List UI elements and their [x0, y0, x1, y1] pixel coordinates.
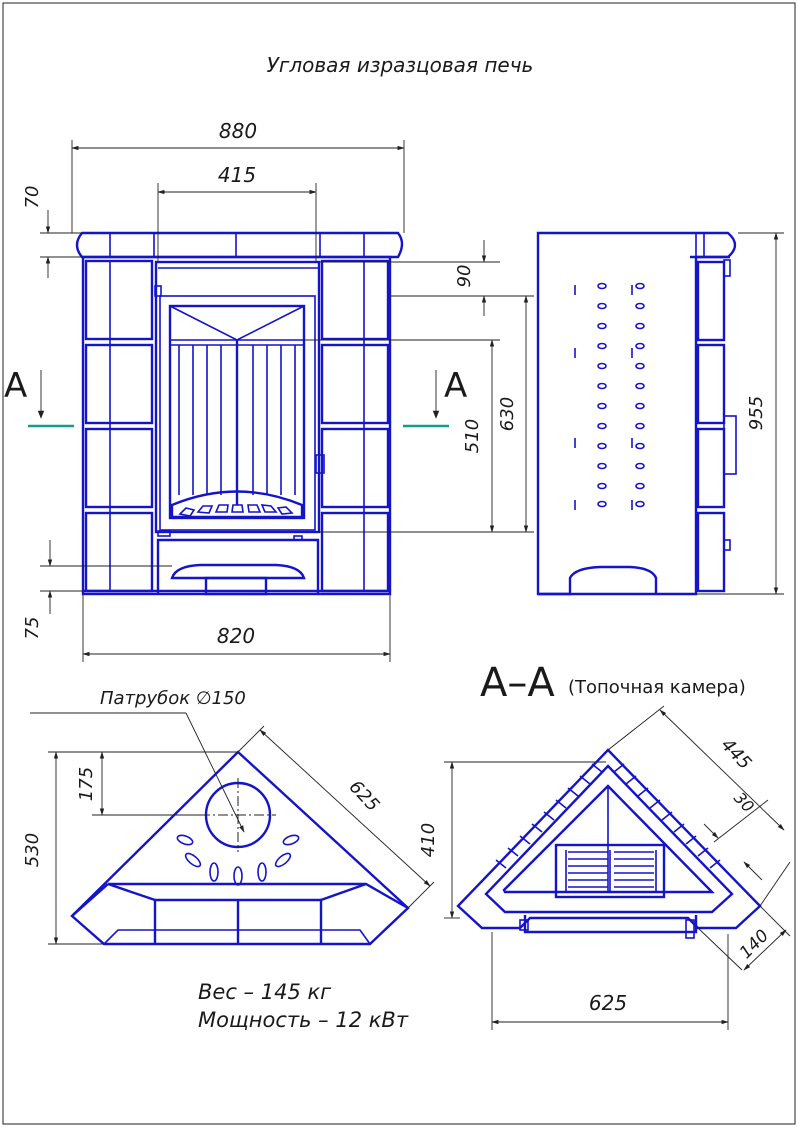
- side-body: [536, 231, 737, 596]
- section-subtitle: (Топочная камера): [568, 677, 746, 698]
- dim-530: 530: [22, 833, 43, 867]
- right-tile-column: [320, 259, 390, 593]
- dim-625-section: 625: [589, 991, 627, 1015]
- pipe-label: Патрубок ∅150: [100, 688, 246, 709]
- drawing-title: Угловая изразцовая печь: [267, 53, 534, 77]
- dim-625-top: 625: [345, 777, 384, 816]
- dim-140: 140: [736, 926, 773, 963]
- dim-70: 70: [22, 186, 43, 209]
- dim-630: 630: [497, 397, 518, 431]
- dim-175: 175: [76, 767, 97, 801]
- door-frame: [154, 260, 321, 534]
- section-label-left: A: [4, 366, 27, 406]
- grate: [554, 843, 666, 899]
- dim-75: 75: [22, 617, 43, 640]
- dim-410: 410: [418, 823, 439, 857]
- dim-510: 510: [462, 419, 483, 453]
- top-view: [30, 712, 410, 946]
- left-tile-column: [84, 259, 154, 593]
- section-title: А–А: [480, 660, 555, 706]
- dim-90: 90: [454, 265, 475, 288]
- front-dimensions: [40, 140, 534, 662]
- side-dimensions: [696, 232, 784, 595]
- spec-weight: Вес – 145 кг: [198, 980, 332, 1004]
- section-dimensions: [444, 705, 791, 1030]
- dim-880: 880: [219, 119, 257, 143]
- section-label-right: A: [444, 366, 467, 406]
- dim-415: 415: [218, 163, 256, 187]
- side-view: [536, 231, 737, 596]
- top-dimensions: [48, 725, 435, 945]
- spec-power: Мощность – 12 кВт: [198, 1008, 409, 1032]
- dim-820: 820: [217, 624, 255, 648]
- ash-drawer: [170, 563, 306, 580]
- vent-holes: [574, 282, 645, 510]
- dim-445: 445: [717, 735, 756, 774]
- dim-955: 955: [746, 396, 767, 430]
- front-view: [28, 231, 449, 596]
- section-outline: [456, 748, 762, 930]
- front-cornice: [75, 231, 404, 259]
- section-view: [456, 748, 762, 939]
- dim-30: 30: [730, 788, 758, 816]
